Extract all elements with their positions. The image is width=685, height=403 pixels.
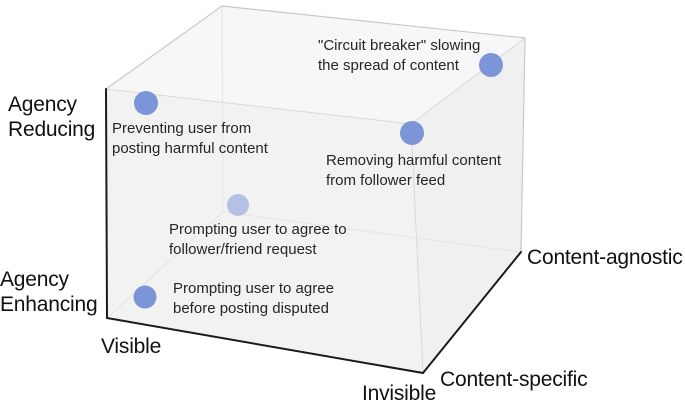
point-label-prompting-before-posting: Prompting user to agree before posting d…	[173, 279, 334, 319]
point-label-removing-from-feed: Removing harmful content from follower f…	[326, 151, 501, 191]
cube-outline-edges	[105, 5, 526, 253]
point-label-line: from follower feed	[326, 172, 446, 189]
point-label-line: follower/friend request	[169, 241, 317, 258]
point-label-line: "Circuit breaker" slowing	[318, 37, 481, 54]
axis-label-agency-reducing: Agency Reducing	[8, 92, 95, 142]
data-point-preventing-posting	[134, 91, 158, 115]
cube-face-top	[106, 6, 525, 124]
axis-label-line: Agency	[8, 93, 77, 116]
axis-label-invisible: Invisible	[362, 382, 437, 403]
point-label-line: before posting disputed	[173, 300, 329, 317]
data-point-removing-from-feed	[400, 121, 424, 145]
point-label-prompting-follower-request: Prompting user to agree to follower/frie…	[169, 220, 347, 260]
axis-lines	[105, 88, 522, 374]
data-point-circuit-breaker	[479, 53, 503, 77]
axis-label-line: Enhancing	[0, 293, 98, 316]
cube-internal-edges	[105, 37, 526, 374]
point-label-preventing-posting: Preventing user from posting harmful con…	[112, 119, 268, 159]
point-label-line: Removing harmful content	[326, 152, 502, 169]
axis-label-line: Reducing	[8, 118, 96, 141]
axis-label-line: Agency	[0, 268, 69, 291]
data-point-prompting-before-posting	[133, 285, 157, 309]
point-label-line: Prompting user to agree	[173, 280, 334, 297]
axis-label-visible: Visible	[101, 335, 162, 358]
point-label-line: Prompting user to agree to	[169, 221, 347, 238]
point-label-line: Preventing user from	[112, 120, 252, 137]
point-label-line: posting harmful content	[112, 140, 268, 157]
axis-label-content-agnostic: Content-agnostic	[527, 246, 683, 269]
axis-label-agency-enhancing: Agency Enhancing	[0, 267, 98, 317]
point-label-line: the spread of content	[318, 57, 459, 74]
cube-face-front	[106, 89, 423, 373]
axis-label-content-specific: Content-specific	[440, 368, 588, 391]
data-point-prompting-follower-request	[227, 194, 249, 216]
point-label-circuit-breaker: "Circuit breaker" slowing the spread of …	[318, 36, 480, 76]
cube-hidden-edges	[106, 5, 522, 319]
cube-face-right	[411, 38, 525, 373]
